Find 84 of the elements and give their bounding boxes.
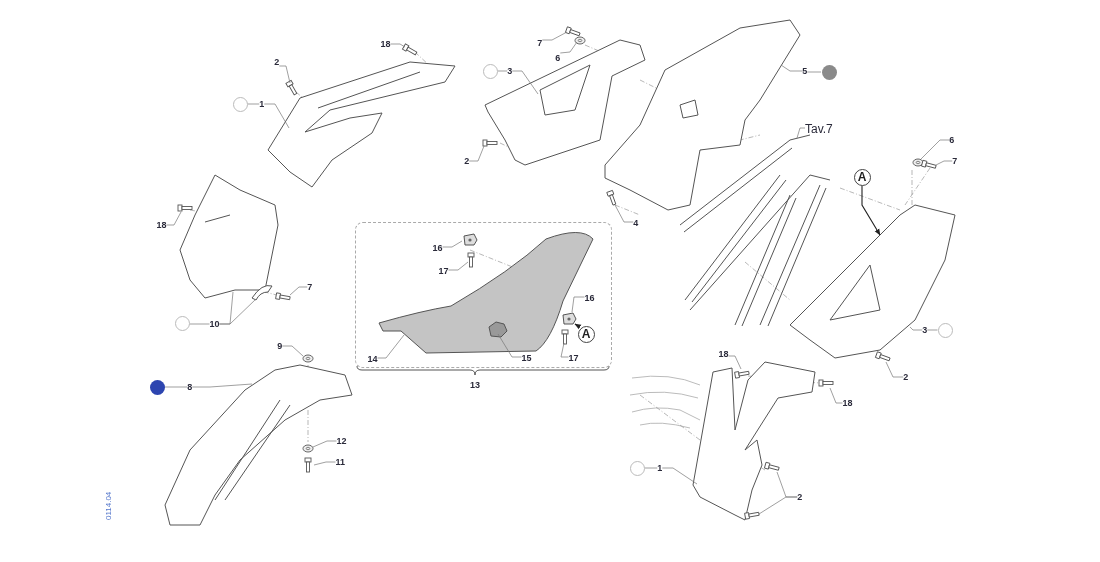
callout-number: 17: [438, 266, 449, 276]
leader-line: [560, 342, 569, 358]
callout-number: 13: [470, 380, 480, 390]
leader-line: [219, 298, 257, 325]
leader-line: [390, 43, 406, 48]
callout-number: 18: [156, 220, 167, 230]
arrow: [574, 323, 582, 330]
bracket-icon: [561, 311, 577, 327]
callout-number: 1: [657, 463, 663, 473]
callout-number: 2: [464, 156, 470, 166]
leader-line: [289, 286, 308, 296]
leader-line: [166, 211, 182, 226]
leader-line: [313, 461, 336, 466]
callout-number: 7: [952, 156, 958, 166]
leader-line: [448, 261, 469, 271]
leader-line: [571, 296, 585, 313]
number-plate-drawing: [178, 172, 281, 301]
drawing-code: 0114.04: [104, 491, 113, 520]
rear-fender-drawing: [602, 17, 802, 213]
leader-line: [497, 70, 508, 72]
leader-line: [909, 326, 923, 331]
callout-number: 1: [259, 99, 265, 109]
callout-number: 5: [802, 66, 808, 76]
leader-line: [559, 41, 578, 54]
leader-line: [920, 139, 950, 160]
clip-icon: [250, 283, 274, 302]
arrow: [861, 184, 881, 236]
leader-line: [281, 345, 304, 357]
callout-number: 16: [432, 243, 443, 253]
side-panel-drawing: [787, 202, 958, 362]
callout-number: 15: [521, 353, 532, 363]
callout-number: 14: [367, 354, 378, 364]
leader-line: [497, 333, 522, 358]
leader-line: [191, 383, 253, 388]
leader-line: [661, 467, 698, 485]
leader-line: [164, 386, 188, 388]
finish-circle: [821, 64, 837, 80]
screw-icon: [284, 80, 300, 96]
patch-drawing: [489, 322, 507, 337]
callout-number: 4: [633, 218, 639, 228]
leader-line: [247, 103, 260, 105]
leader-line: [442, 240, 463, 248]
leader-line: [312, 440, 337, 448]
leader-line: [728, 355, 742, 370]
leader-line: [758, 496, 798, 515]
finish-circle: [149, 379, 165, 395]
callout-number: 18: [718, 349, 729, 359]
reference-label: Tav.7: [805, 123, 833, 136]
leader-line: [935, 160, 953, 166]
callout-number: 17: [568, 353, 579, 363]
leader-line: [278, 65, 291, 84]
leader-line: [377, 334, 405, 359]
callout-number: 18: [842, 398, 853, 408]
leader-line: [468, 145, 485, 162]
callout-number: 7: [307, 282, 313, 292]
reference-circle: A: [577, 325, 595, 343]
reference-circle: A: [853, 168, 871, 186]
leader-line: [829, 387, 843, 404]
callout-number: 6: [949, 135, 955, 145]
washer-icon: [574, 35, 586, 45]
callout-number: 16: [584, 293, 595, 303]
leader-line: [926, 329, 938, 331]
finish-circle: [232, 96, 248, 112]
leader-line: [511, 70, 539, 95]
callout-number: 10: [209, 319, 220, 329]
washer-icon: [302, 353, 314, 363]
leader-line: [780, 64, 803, 72]
leader-line: [885, 361, 904, 378]
leader-line: [189, 323, 210, 325]
screw-icon: [402, 42, 418, 58]
frame-guard-drawing: [690, 360, 818, 522]
leader-line: [614, 204, 634, 223]
finish-circle: [174, 315, 190, 331]
callout-number: 9: [277, 341, 283, 351]
callout-number: 2: [903, 372, 909, 382]
leader-line: [806, 71, 822, 73]
callout-number: 2: [797, 492, 803, 502]
callout-number: 18: [380, 39, 391, 49]
leader-line: [644, 467, 658, 469]
leader-line: [796, 127, 806, 139]
leader-line: [263, 103, 290, 129]
finish-circle: [629, 460, 645, 476]
bracket-icon: [462, 232, 478, 248]
leader-line: [541, 31, 568, 41]
